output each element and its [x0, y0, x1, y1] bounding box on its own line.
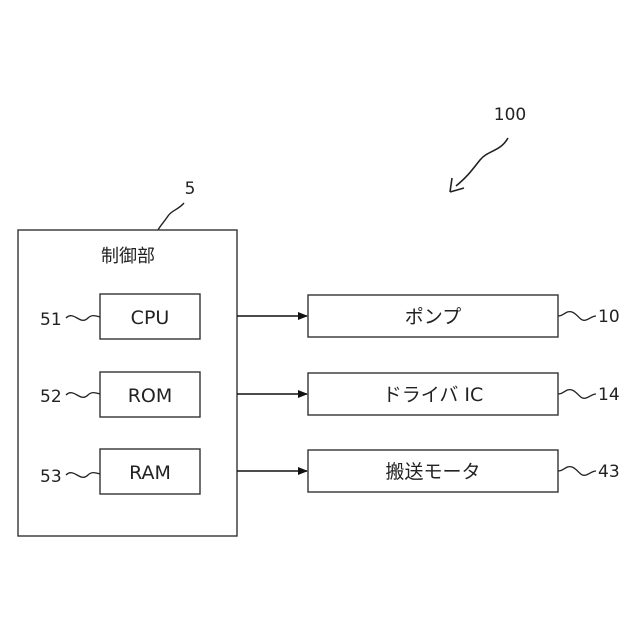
controller-ref-number: 5: [185, 179, 196, 199]
transport-motor-label: 搬送モータ: [385, 461, 480, 483]
pump-ref-number: 10: [598, 307, 620, 327]
driver-ic-label: ドライバ IC: [383, 384, 484, 406]
ram-ref-number: 53: [40, 467, 62, 487]
transport-motor-ref-leader: [558, 467, 596, 476]
cpu-ref-number: 51: [40, 310, 62, 330]
rom-ref-number: 52: [40, 387, 62, 407]
driver-ic-ref-leader: [558, 390, 596, 399]
controller-title: 制御部: [101, 246, 155, 267]
pump-ref-leader: [558, 312, 596, 321]
overall-leader-arrow: [456, 138, 508, 186]
ram-label: RAM: [129, 462, 171, 484]
pump-label: ポンプ: [405, 306, 461, 328]
controller-ref-leader: [158, 203, 184, 230]
rom-label: ROM: [128, 385, 173, 407]
driver-ic-ref-number: 14: [598, 385, 620, 405]
cpu-label: CPU: [131, 307, 170, 329]
transport-motor-ref-number: 43: [598, 462, 620, 482]
reference-number-overall: 100: [494, 105, 526, 125]
